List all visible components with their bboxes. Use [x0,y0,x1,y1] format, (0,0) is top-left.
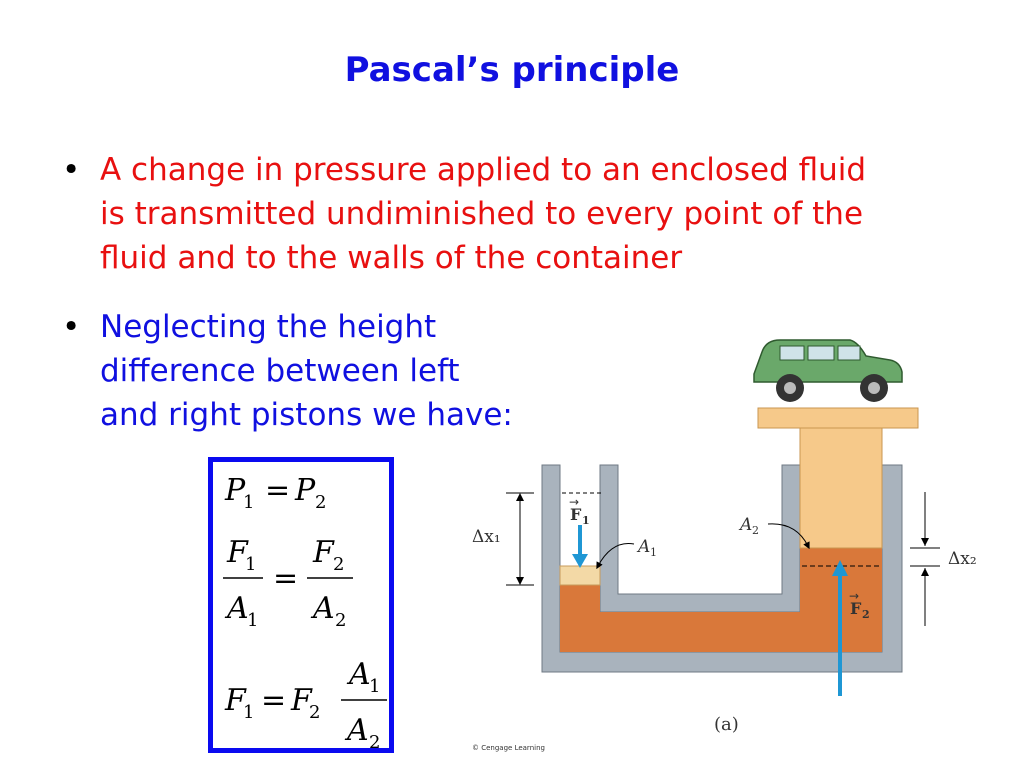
small-piston [559,565,601,586]
dx1-dimension: Δx₁ [472,492,534,586]
dx2-label: Δx₂ [948,549,977,569]
equation-box: P 1 = P 2 F 1 A 1 = F 2 A 2 F 1 = F 2 A [208,457,394,753]
copyright-credit: © Cengage Learning [472,744,545,752]
eq2-f1-sub: 1 [245,554,256,575]
equation-force-area-ratio: F 1 A 1 = F 2 A 2 [223,535,353,631]
eq2-f2-sub: 2 [333,554,344,575]
force-f1-arrow: F 1 → [569,495,590,568]
large-piston [757,407,919,549]
equation-force-relation: F 1 = F 2 A 1 A 2 [224,657,387,753]
bullet-pascal-statement: • A change in pressure applied to an enc… [62,148,982,288]
dx1-label: Δx₁ [472,527,501,547]
eq2-a2: A [310,591,335,626]
eq2-a1: A [224,591,249,626]
equation-pressure-equality: P 1 = P 2 [224,473,326,513]
eq3-f1-sub: 1 [243,702,254,723]
eq3-f2: F [290,683,313,718]
car-icon [753,339,903,402]
bullet-height-note: • Neglecting the height difference betwe… [62,305,582,445]
a1-annotation: A 1 [596,537,657,570]
f1-sub: 1 [582,514,590,527]
eq1-p2-sub: 2 [315,492,326,513]
eq3-f2-sub: 2 [309,702,320,723]
eq3-a1: A [346,657,371,692]
eq1-p2: P [294,473,316,508]
a2-label: A [738,515,752,535]
eq2-f1: F [226,535,249,570]
svg-text:→: → [849,589,859,603]
eq1-equals: = [265,473,290,508]
eq2-equals: = [273,561,298,596]
bullet-marker: • [62,309,81,345]
bullet-line: and right pistons we have: [100,397,513,433]
fluid [560,548,882,652]
a1-sub: 1 [650,546,657,559]
bullet-line: difference between left [100,353,460,389]
bullet-marker: • [62,152,81,188]
bullet-line: fluid and to the walls of the container [100,240,683,276]
bullet-text: Neglecting the height difference between… [100,305,580,437]
a2-annotation: A 2 [738,515,810,550]
f2-label: F [850,599,862,618]
bullet-line: is transmitted undiminished to every poi… [100,196,864,232]
f2-sub: 2 [862,608,870,621]
svg-text:→: → [569,495,579,509]
eq2-a2-sub: 2 [335,610,346,631]
dx2-dimension: Δx₂ [910,492,977,626]
bullet-line: Neglecting the height [100,309,437,345]
eq3-a2-sub: 2 [369,732,380,753]
slide-title: Pascal’s principle [344,50,680,90]
eq2-a1-sub: 1 [247,610,258,631]
a2-sub: 2 [752,524,759,537]
eq3-a2: A [344,713,369,748]
eq3-f1: F [224,683,247,718]
bullet-text: A change in pressure applied to an enclo… [100,148,980,280]
eq3-equals: = [261,683,286,718]
eq3-a1-sub: 1 [369,676,380,697]
force-f2-arrow: F 2 → [832,560,870,696]
eq1-p1-sub: 1 [243,492,254,513]
eq1-p1: P [224,473,246,508]
a1-label: A [636,537,650,557]
hydraulic-lift-figure: Δx₁ Δx₂ F 1 → F 2 → [462,330,1002,764]
f1-label: F [570,505,582,524]
bullet-line: A change in pressure applied to an enclo… [100,152,867,188]
figure-caption: (a) [714,714,739,735]
eq2-f2: F [312,535,335,570]
